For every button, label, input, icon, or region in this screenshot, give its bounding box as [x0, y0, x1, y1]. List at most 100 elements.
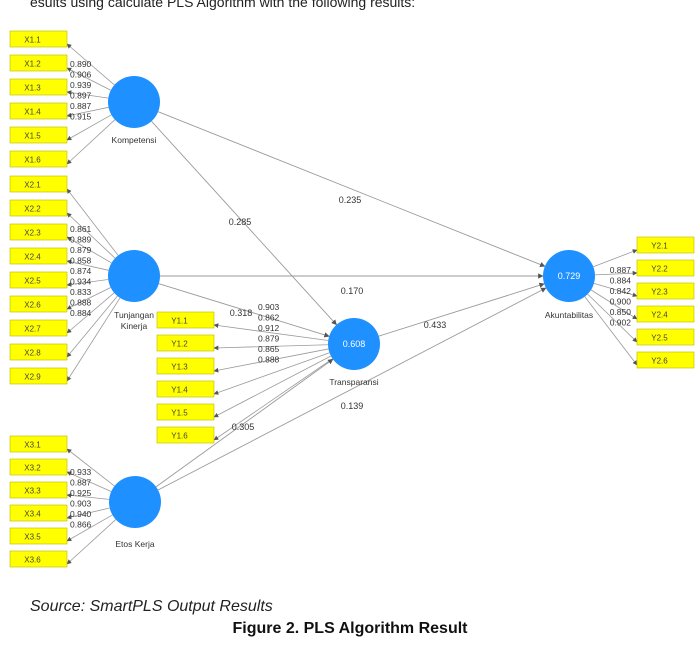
construct-node: [109, 476, 161, 528]
loading-line: [66, 119, 116, 165]
indicator-label: X2.4: [24, 253, 41, 262]
indicator-box: [156, 380, 215, 398]
construct-node: [108, 76, 160, 128]
indicator-box: [156, 403, 215, 421]
indicator-box: [9, 435, 68, 453]
path-coefficient: 0.285: [229, 217, 252, 227]
loading-line: [66, 43, 115, 86]
indicator-label: Y2.5: [651, 334, 668, 343]
construct-label: Kompetensi: [112, 135, 157, 145]
indicator-label: Y2.3: [651, 288, 668, 297]
path-coefficient: 0.305: [232, 422, 255, 432]
loading-line: [66, 287, 111, 310]
loading-line: [66, 236, 112, 264]
construct-node: [543, 250, 595, 302]
loading-line: [593, 249, 638, 268]
loading-value: 0.879: [258, 334, 280, 344]
loading-line: [213, 323, 329, 341]
loading-line: [213, 344, 329, 351]
indicator-box: [9, 271, 68, 289]
loading-value: 0.912: [258, 323, 280, 333]
r-squared-value: 0.608: [343, 339, 366, 349]
construct-label: Kinerja: [121, 321, 148, 331]
loading-line: [66, 507, 110, 520]
indicator-label: X1.2: [24, 60, 41, 69]
loading-value: 0.887: [70, 101, 92, 111]
indicator-box: [9, 481, 68, 499]
indicator-label: X2.8: [24, 349, 41, 358]
indicator-label: Y1.6: [171, 432, 188, 441]
loading-value: 0.874: [70, 266, 92, 276]
indicator-box: [9, 175, 68, 193]
loading-value: 0.903: [70, 499, 92, 509]
indicator-box: [9, 550, 68, 568]
indicator-layer: X1.1X1.2X1.3X1.4X1.5X1.6X2.1X2.2X2.3X2.4…: [9, 30, 695, 568]
r-squared-value: 0.729: [558, 271, 581, 281]
indicator-box: [9, 343, 68, 361]
loading-line: [213, 352, 330, 395]
loading-line: [213, 358, 333, 441]
loading-line: [213, 355, 332, 418]
indicator-box: [9, 458, 68, 476]
indicator-box: [636, 328, 695, 346]
indicator-label: Y1.4: [171, 386, 188, 395]
loading-value: 0.861: [70, 224, 92, 234]
loading-line: [66, 114, 112, 141]
construct-layer: 0.608 0.729: [108, 76, 595, 528]
indicator-label: Y2.1: [651, 242, 668, 251]
indicator-label: Y2.6: [651, 357, 668, 366]
loading-line: [66, 519, 117, 565]
indicator-box: [9, 30, 68, 48]
construct-node: [328, 318, 380, 370]
loading-value: 0.934: [70, 277, 92, 287]
indicator-box: [9, 102, 68, 120]
path-coefficient: 0.170: [341, 286, 364, 296]
indicator-box: [9, 150, 68, 168]
pls-diagram: X1.1X1.2X1.3X1.4X1.5X1.6X2.1X2.2X2.3X2.4…: [9, 30, 695, 568]
loading-value: 0.890: [70, 59, 92, 69]
indicator-label: X3.2: [24, 464, 41, 473]
loading-line: [66, 188, 119, 256]
loading-value: 0.833: [70, 287, 92, 297]
indicator-label: X3.1: [24, 441, 41, 450]
indicator-label: X1.5: [24, 132, 41, 141]
construct-node: [108, 250, 160, 302]
loading-line: [66, 514, 113, 542]
indicator-box: [156, 311, 215, 329]
lines-layer: [66, 43, 638, 565]
loading-value: 0.879: [70, 245, 92, 255]
loading-line: [584, 296, 638, 366]
indicator-box: [9, 78, 68, 96]
loading-line: [593, 282, 638, 298]
indicator-box: [636, 305, 695, 323]
loading-value: 0.858: [70, 256, 92, 266]
loading-value: 0.842: [610, 286, 632, 296]
labels-layer: 0.8900.9060.9390.8970.8870.9150.8610.889…: [70, 59, 631, 549]
indicator-label: X2.5: [24, 277, 41, 286]
source-caption: Source: SmartPLS Output Results: [30, 598, 273, 615]
loading-line: [66, 279, 109, 287]
loading-line: [590, 289, 638, 320]
indicator-box: [9, 527, 68, 545]
construct-label: Tunjangan: [114, 310, 154, 320]
indicator-label: X3.6: [24, 556, 41, 565]
indicator-label: X2.1: [24, 181, 41, 190]
indicator-box: [636, 236, 695, 254]
path-line: [158, 283, 330, 338]
loading-value: 0.902: [610, 318, 632, 328]
indicator-label: X2.2: [24, 205, 41, 214]
indicator-label: Y1.5: [171, 409, 188, 418]
construct-label: Etos Kerja: [115, 539, 154, 549]
indicator-box: [636, 351, 695, 369]
loading-line: [66, 90, 109, 99]
loading-value: 0.906: [70, 70, 92, 80]
indicator-box: [9, 295, 68, 313]
path-line: [155, 358, 334, 488]
indicator-box: [9, 126, 68, 144]
loading-value: 0.888: [258, 355, 280, 365]
loading-value: 0.889: [70, 235, 92, 245]
path-coefficient: 0.235: [339, 195, 362, 205]
loading-value: 0.897: [70, 91, 92, 101]
figure-caption: Figure 2. PLS Algorithm Result: [232, 620, 468, 637]
indicator-label: X2.3: [24, 229, 41, 238]
